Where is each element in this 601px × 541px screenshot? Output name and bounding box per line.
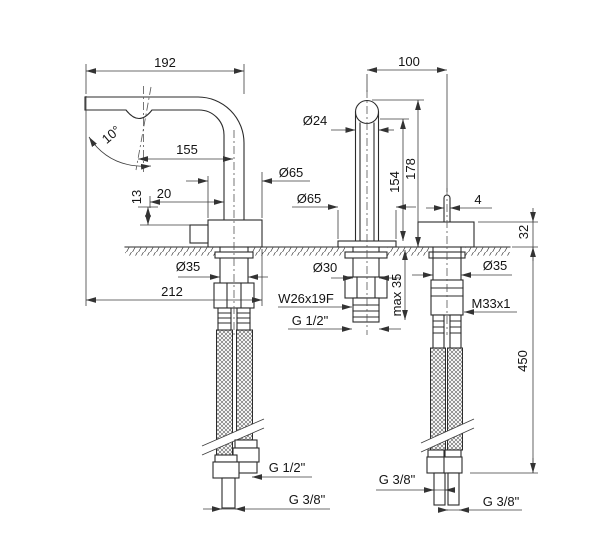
dim-178: 178 (403, 158, 418, 180)
dim-32: 32 (516, 225, 531, 239)
supply-hoses-valve (420, 347, 475, 506)
dim-dia24: Ø24 (303, 113, 328, 128)
valve-hose-nut-1 (426, 456, 446, 474)
label-thread-g38-hose: G 3/8" (289, 492, 326, 507)
break-line (201, 418, 265, 447)
dimensions: 192 155 10° 20 13 Ø65 Ø35 212 100 (85, 54, 538, 513)
label-thread-g38-valve-2: G 3/8" (483, 494, 520, 509)
valve-body (417, 221, 475, 248)
dim-212: 212 (161, 284, 183, 299)
valve-hose-nut-2 (443, 456, 463, 474)
dim-angle-10: 10° (99, 122, 124, 146)
dim-450: 450 (515, 350, 530, 372)
dim-dia65-body: Ø65 (279, 165, 304, 180)
dim-154: 154 (387, 171, 402, 193)
mixer-body (207, 219, 263, 248)
dim-max35: max 35 (389, 274, 404, 317)
hose-tail-tube (221, 477, 236, 509)
dim-13: 13 (129, 190, 144, 204)
column-mounting-nut (344, 276, 388, 299)
dim-dia30: Ø30 (313, 260, 338, 275)
dim-dia35-left: Ø35 (176, 259, 201, 274)
label-thread-m33x1: M33x1 (471, 296, 510, 311)
valve-right-outline (417, 194, 475, 349)
column-washer (344, 251, 388, 259)
dim-20: 20 (157, 186, 171, 201)
dim-192: 192 (154, 55, 176, 70)
label-thread-g12-hose: G 1/2" (269, 460, 306, 475)
break-line (201, 427, 265, 456)
dim-100: 100 (398, 54, 420, 69)
hose-nut-g38 (212, 461, 240, 479)
break-line (420, 427, 475, 453)
column-thread-tube (352, 297, 380, 323)
hose-left-cold (236, 329, 253, 441)
label-thread-g38-valve-1: G 3/8" (379, 472, 416, 487)
break-line (420, 418, 475, 444)
dim-4: 4 (474, 192, 481, 207)
dim-dia35-valve: Ø35 (483, 258, 508, 273)
supply-hoses-left (201, 329, 265, 509)
mixer-side-port (189, 224, 209, 244)
dim-155: 155 (176, 142, 198, 157)
label-thread-g12-spout: G 1/2" (292, 313, 329, 328)
counter-hatch (125, 247, 216, 256)
dim-dia65-base: Ø65 (297, 191, 322, 206)
label-thread-w26x19f: W26x19F (278, 291, 334, 306)
spout-column-middle (337, 99, 397, 323)
